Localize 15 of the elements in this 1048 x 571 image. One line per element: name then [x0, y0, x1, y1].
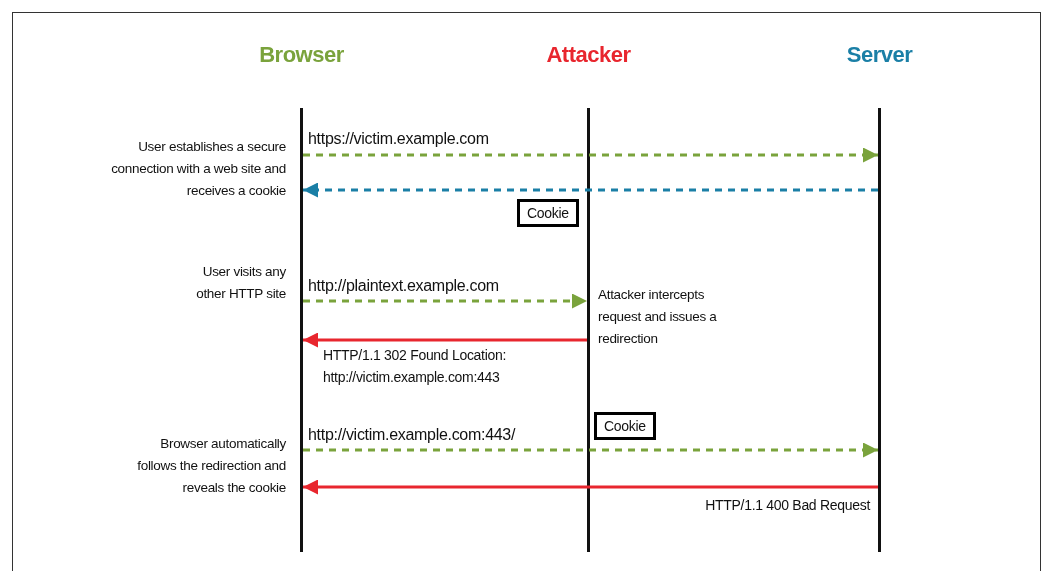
- step-note: Attacker intercepts request and issues a redirection: [598, 286, 718, 348]
- arrow: [303, 479, 878, 495]
- step-note: User visits any other HTTP site: [195, 263, 286, 303]
- arrow: [303, 293, 587, 309]
- participant-heading: Attacker: [545, 42, 632, 68]
- arrow: [303, 442, 878, 458]
- cookie-box: Cookie: [517, 199, 579, 227]
- arrow: [303, 332, 587, 348]
- participant-heading: Server: [845, 42, 914, 68]
- step-note: Browser automatically follows the redirection and reveals the cookie: [136, 435, 286, 497]
- step-note: User establishes a secure connection with a web site and receives a cookie: [110, 138, 286, 200]
- arrow: [303, 182, 878, 198]
- cookie-box: Cookie: [594, 412, 656, 440]
- participant-heading: Browser: [258, 42, 345, 68]
- arrow: [303, 147, 878, 163]
